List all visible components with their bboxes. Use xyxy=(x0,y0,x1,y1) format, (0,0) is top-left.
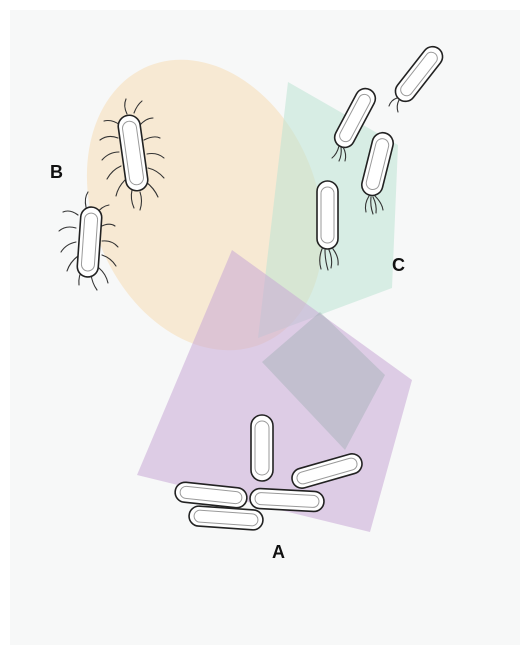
bacterium-a1 xyxy=(251,415,273,481)
bacterium-a4 xyxy=(250,488,325,512)
label-a: A xyxy=(272,542,285,562)
label-b: B xyxy=(50,162,63,182)
label-c: C xyxy=(392,255,405,275)
bacterium-c1 xyxy=(389,43,447,112)
bacterium-a5 xyxy=(188,505,263,530)
